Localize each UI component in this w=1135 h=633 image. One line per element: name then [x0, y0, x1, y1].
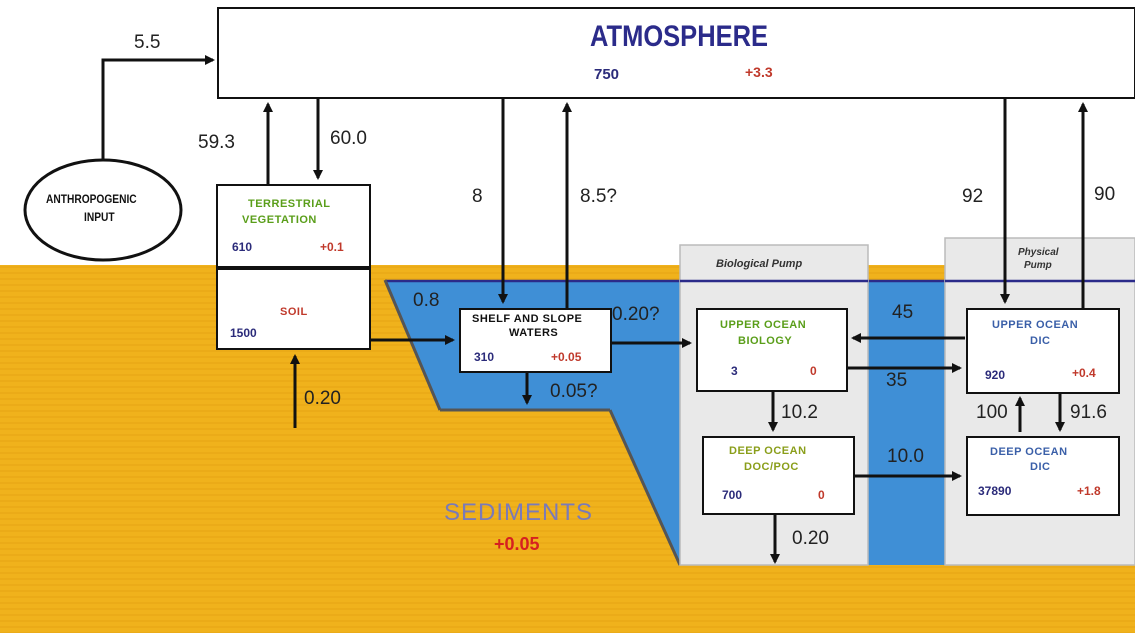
- flow-shelf-atm: 8.5?: [580, 186, 617, 207]
- flow-deep-up: 100: [976, 402, 1008, 423]
- upper-dic-change: +0.4: [1072, 366, 1096, 380]
- anthropogenic-line1: ANTHROPOGENIC: [46, 192, 137, 206]
- flow-up-deep: 91.6: [1070, 402, 1107, 423]
- deep-ocean-doc-box: [702, 436, 855, 515]
- soil-title: SOIL: [280, 306, 308, 318]
- shelf-edge-shadow: [383, 279, 442, 411]
- vegetation-line2: VEGETATION: [242, 214, 317, 226]
- flow-deepdoc-dic: 10.0: [887, 446, 924, 467]
- vegetation-change: +0.1: [320, 240, 344, 254]
- sediments-title: SEDIMENTS: [444, 499, 594, 526]
- deep-dic-change: +1.8: [1077, 484, 1101, 498]
- deep-dic-line1: DEEP OCEAN: [990, 446, 1068, 458]
- biological-pump-label: Biological Pump: [716, 258, 803, 270]
- flow-shelf-sed: 0.05?: [550, 381, 598, 402]
- upper-dic-line2: DIC: [1030, 335, 1051, 347]
- flow-soil-in: 0.20: [304, 388, 341, 409]
- vegetation-box: [216, 184, 371, 268]
- physical-pump-line2: Pump: [1024, 260, 1052, 271]
- upper-ocean-dic-box: [966, 308, 1120, 394]
- vegetation-line1: TERRESTRIAL: [248, 198, 331, 210]
- flow-anthro: 5.5: [134, 32, 161, 53]
- deep-doc-line2: DOC/POC: [744, 461, 799, 473]
- shelf-stock: 310: [474, 350, 495, 364]
- deep-dic-stock: 37890: [978, 484, 1012, 498]
- flow-bio-deep: 10.2: [781, 402, 818, 423]
- flow-soil-shelf: 0.8: [413, 290, 440, 311]
- flow-atm-shelf: 8: [472, 186, 483, 207]
- flow-dic-bio: 45: [892, 302, 914, 323]
- sediments-change: +0.05: [494, 534, 540, 554]
- upper-dic-stock: 920: [985, 368, 1006, 382]
- flow-veg-down: 60.0: [330, 128, 367, 149]
- physical-pump-line1: Physical: [1018, 247, 1059, 258]
- deep-doc-change: 0: [818, 488, 825, 502]
- flow-deepdoc-sed: 0.20: [792, 528, 829, 549]
- shelf-waters-box: [459, 308, 612, 373]
- shelf-line2: WATERS: [509, 327, 559, 339]
- vegetation-stock: 610: [232, 240, 253, 254]
- flow-bio-dic: 35: [886, 370, 908, 391]
- upper-bio-line2: BIOLOGY: [738, 335, 793, 347]
- flow-atm-dic: 92: [962, 186, 984, 207]
- atmosphere-stock: 750: [594, 66, 620, 83]
- sediment-top-edge: [0, 265, 1135, 633]
- atmosphere-change: +3.3: [745, 64, 773, 80]
- upper-dic-line1: UPPER OCEAN: [992, 319, 1079, 331]
- upper-bio-change: 0: [810, 364, 817, 378]
- anthropogenic-line2: INPUT: [84, 210, 115, 224]
- deep-dic-line2: DIC: [1030, 461, 1051, 473]
- upper-ocean-biology-box: [696, 308, 848, 392]
- flow-shelf-bio: 0.20?: [612, 304, 660, 325]
- soil-stock: 1500: [230, 326, 257, 340]
- upper-bio-line1: UPPER OCEAN: [720, 319, 807, 331]
- flow-veg-up: 59.3: [198, 132, 235, 153]
- deep-ocean-dic-box: [966, 436, 1120, 516]
- deep-doc-stock: 700: [722, 488, 743, 502]
- soil-box: [216, 268, 371, 350]
- flow-dic-atm: 90: [1094, 184, 1116, 205]
- slope-edge-shadow: [608, 409, 682, 566]
- upper-bio-stock: 3: [731, 364, 738, 378]
- shelf-change: +0.05: [551, 350, 582, 364]
- shelf-line1: SHELF AND SLOPE: [472, 313, 583, 325]
- arrow-anthro-atm: [101, 55, 215, 160]
- deep-doc-line1: DEEP OCEAN: [729, 445, 807, 457]
- atmosphere-box: [217, 7, 1135, 99]
- atmosphere-title: ATMOSPHERE: [590, 20, 769, 53]
